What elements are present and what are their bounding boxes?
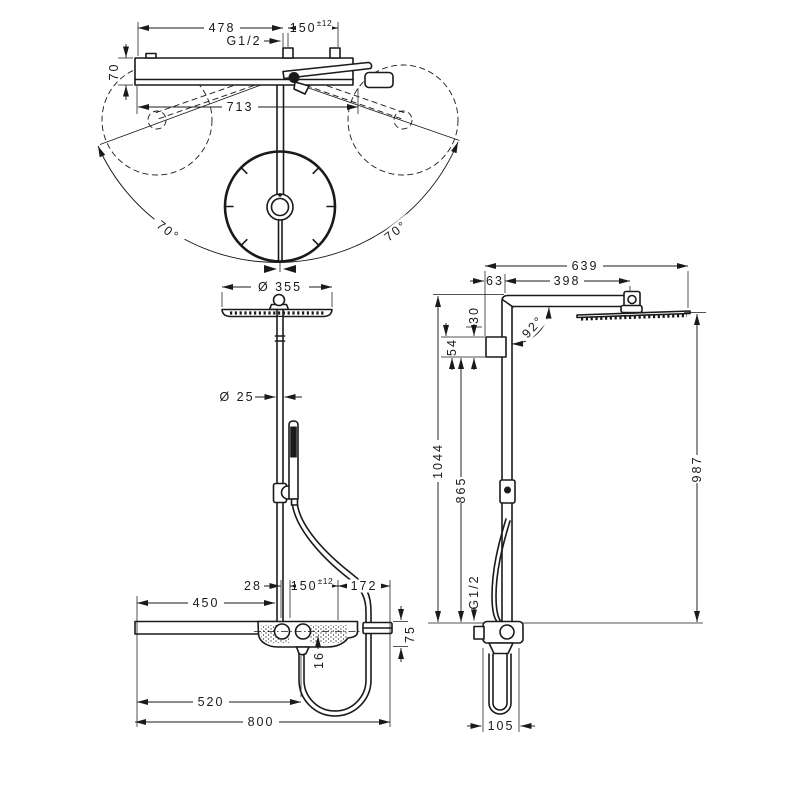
dim-16-label: 16	[312, 651, 326, 669]
dim-987-label: 987	[690, 456, 704, 483]
dim-800-label: 800	[248, 715, 275, 729]
dim-1044-label: 1044	[431, 443, 445, 479]
g-half-connection-side	[473, 625, 485, 640]
shelf-bar-front	[134, 620, 277, 635]
dim-54-label: 54	[445, 338, 459, 356]
dim-639-label: 639	[572, 259, 599, 273]
dim-865-label: 865	[454, 477, 468, 504]
shelf-bar-top	[134, 57, 354, 86]
dim-105-label: 105	[488, 719, 515, 733]
overhead-shower-side	[576, 310, 691, 319]
dim-150-label-front: 150±12	[291, 576, 333, 593]
top-view: 478 150±12 G1/2 70 713 70° 70°	[97, 18, 460, 273]
dim-478-label: 478	[209, 21, 236, 35]
side-view: 639 63 398 92° 30 54 1044 865 987 G1/2	[428, 259, 706, 733]
dim-713-label: 713	[227, 100, 254, 114]
dim-450-label: 450	[193, 596, 220, 610]
front-view: Ø 355 Ø 25	[134, 280, 417, 729]
wall-connection-right	[329, 47, 341, 59]
wall-connection-left	[282, 47, 294, 59]
dim-520-label: 520	[198, 695, 225, 709]
dia-25-label: Ø 25	[219, 390, 254, 404]
hose-outlet	[295, 646, 310, 656]
shelf-end-piece-top	[364, 71, 394, 89]
g-half-label-side: G1/2	[467, 574, 481, 609]
dia-355-label: Ø 355	[258, 280, 302, 294]
dim-150-label-top: 150±12	[290, 18, 332, 35]
dim-28-label: 28	[244, 579, 262, 593]
shower-hose-front	[291, 504, 367, 712]
wall-bracket-side	[485, 336, 507, 358]
ball-joint	[272, 293, 286, 307]
dim-75-label: 75	[403, 625, 417, 643]
dim-398-label: 398	[554, 274, 581, 288]
hand-shower-top	[282, 61, 373, 80]
shower-hose-side	[491, 518, 507, 623]
dim-172-label: 172	[351, 579, 378, 593]
dim-30-label: 30	[467, 306, 481, 324]
swivel-head-right-dashed-circle	[347, 64, 459, 176]
g-half-label-top: G1/2	[226, 34, 261, 48]
hose-loop-side	[488, 653, 512, 715]
dim-63-label: 63	[486, 274, 504, 288]
dim-70-label: 70	[107, 63, 121, 81]
